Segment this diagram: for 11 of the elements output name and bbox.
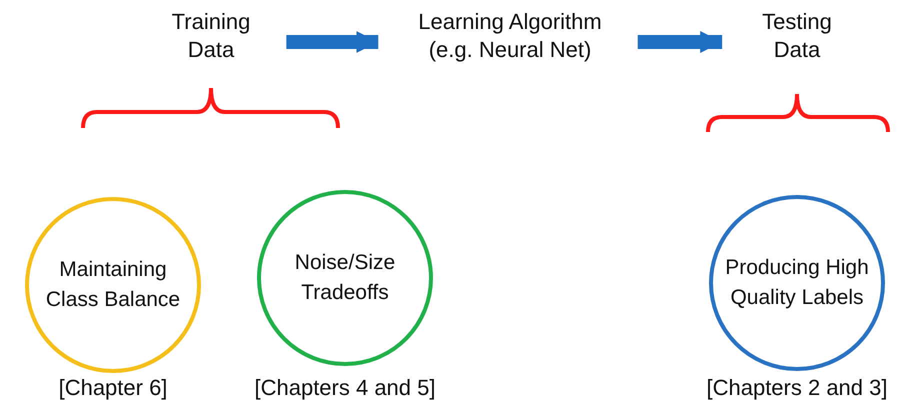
stage-label: Testing Data bbox=[747, 8, 847, 64]
arrow bbox=[638, 31, 722, 53]
node-text: Maintaining Class Balance bbox=[44, 257, 182, 313]
chapter-note: [Chapters 4 and 5] bbox=[253, 374, 436, 402]
node-text: Noise/Size Tradeoffs bbox=[294, 250, 396, 306]
node-text: Producing High Quality Labels bbox=[724, 255, 870, 311]
stage-label: Training Data bbox=[151, 8, 271, 64]
chapter-note: [Chapter 6] bbox=[58, 374, 168, 402]
stage-label: Learning Algorithm (e.g. Neural Net) bbox=[400, 8, 620, 64]
chapter-note: [Chapters 2 and 3] bbox=[705, 374, 888, 402]
arrow bbox=[286, 31, 378, 53]
